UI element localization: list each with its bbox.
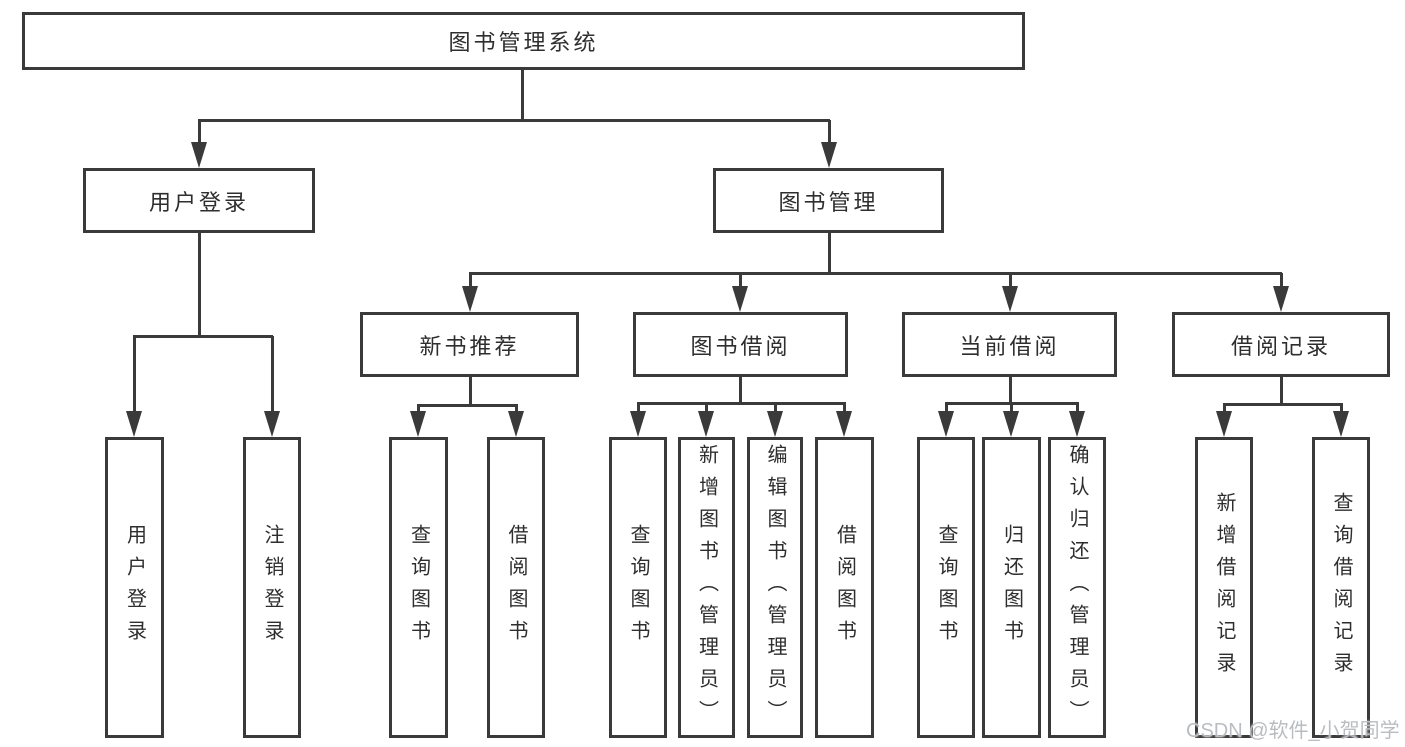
leaf-edit-books-admin: 编辑图书（管理员） xyxy=(747,437,803,738)
leaf-label: 借阅图书 xyxy=(505,523,527,652)
arrow-down-icon xyxy=(698,411,714,437)
arrow-down-icon xyxy=(508,411,524,437)
arrow-down-icon xyxy=(410,411,426,437)
connector-line xyxy=(1076,402,1079,416)
leaf-user-login: 用户登录 xyxy=(105,437,164,738)
connector-line xyxy=(133,336,136,416)
node-book-borrowing: 图书借阅 xyxy=(633,312,848,377)
connector-line xyxy=(133,335,273,338)
leaf-label: 编辑图书（管理员） xyxy=(764,443,786,732)
arrow-down-icon xyxy=(836,411,852,437)
connector-line xyxy=(637,402,846,405)
arrow-down-icon xyxy=(1003,411,1019,437)
node-label: 借阅记录 xyxy=(1230,333,1331,359)
leaf-label: 查询借阅记录 xyxy=(1330,491,1352,684)
leaf-label: 借阅图书 xyxy=(833,523,856,652)
arrow-down-icon xyxy=(191,142,207,168)
arrow-down-icon xyxy=(462,286,478,312)
node-user-login: 用户登录 xyxy=(83,168,315,233)
connector-line xyxy=(417,404,517,407)
leaf-confirm-return-admin: 确认归还（管理员） xyxy=(1048,437,1106,738)
node-label: 图书借阅 xyxy=(690,333,791,359)
node-library-management-system: 图书管理系统 xyxy=(22,12,1025,70)
connector-line xyxy=(1223,403,1226,417)
arrow-down-icon xyxy=(732,286,748,312)
connector-line xyxy=(774,402,777,416)
leaf-borrow-books: 借阅图书 xyxy=(815,437,874,738)
node-label: 图书管理 xyxy=(778,189,879,215)
connector-line xyxy=(739,377,742,404)
arrow-down-icon xyxy=(264,411,280,437)
connector-line xyxy=(637,402,640,416)
arrow-down-icon xyxy=(630,411,646,437)
leaf-label: 查询图书 xyxy=(935,523,957,652)
arrow-down-icon xyxy=(767,411,783,437)
connector-line xyxy=(828,233,831,273)
leaf-label: 确认归还（管理员） xyxy=(1066,443,1088,732)
node-book-management: 图书管理 xyxy=(713,168,944,233)
arrow-down-icon xyxy=(1216,411,1232,437)
leaf-logout: 注销登录 xyxy=(243,437,301,738)
connector-line xyxy=(705,402,708,416)
leaf-add-borrow-record: 新增借阅记录 xyxy=(1195,437,1253,738)
node-label: 当前借阅 xyxy=(959,333,1060,359)
node-current-borrowing: 当前借阅 xyxy=(902,312,1117,377)
connector-line xyxy=(1340,403,1343,417)
arrow-down-icon xyxy=(1002,286,1018,312)
connector-line xyxy=(1280,273,1283,293)
connector-line xyxy=(945,402,948,416)
arrow-down-icon xyxy=(1069,411,1085,437)
node-label: 用户登录 xyxy=(148,189,249,215)
leaf-label: 用户登录 xyxy=(123,523,146,652)
connector-line xyxy=(198,233,201,336)
leaf-label: 归还图书 xyxy=(1000,523,1023,652)
connector-line xyxy=(1009,273,1012,293)
arrow-down-icon xyxy=(938,411,954,437)
node-new-book-recommendation: 新书推荐 xyxy=(360,312,579,377)
connector-line xyxy=(198,120,201,150)
leaf-borrow-books-recommend: 借阅图书 xyxy=(487,437,545,738)
connector-line xyxy=(469,377,472,407)
leaf-label: 新增图书（管理员） xyxy=(695,443,718,732)
leaf-return-books: 归还图书 xyxy=(982,437,1041,738)
leaf-add-books-admin: 新增图书（管理员） xyxy=(678,437,735,738)
node-label: 图书管理系统 xyxy=(448,30,599,55)
arrow-down-icon xyxy=(1333,411,1349,437)
leaf-query-books-recommend: 查询图书 xyxy=(389,437,448,738)
connector-line xyxy=(469,272,1282,275)
node-label: 新书推荐 xyxy=(419,333,520,359)
connector-line xyxy=(828,120,831,150)
leaf-label: 新增借阅记录 xyxy=(1213,491,1235,684)
arrow-down-icon xyxy=(1273,286,1289,312)
connector-line xyxy=(1223,403,1342,406)
node-borrowing-records: 借阅记录 xyxy=(1172,312,1390,377)
leaf-label: 查询图书 xyxy=(407,523,430,652)
connector-line xyxy=(739,273,742,293)
arrow-down-icon xyxy=(821,142,837,168)
leaf-query-books-borrow: 查询图书 xyxy=(609,437,667,738)
connector-line xyxy=(271,336,274,416)
leaf-query-borrow-record: 查询借阅记录 xyxy=(1312,437,1370,738)
connector-line xyxy=(469,273,472,293)
connector-line xyxy=(1009,377,1012,404)
connector-line xyxy=(521,70,524,120)
leaf-label: 查询图书 xyxy=(627,523,649,652)
leaf-label: 注销登录 xyxy=(261,523,283,652)
arrow-down-icon xyxy=(126,411,142,437)
leaf-query-books-current: 查询图书 xyxy=(917,437,975,738)
connector-line xyxy=(198,119,830,122)
connector-line xyxy=(843,402,846,416)
connector-line xyxy=(1280,377,1283,405)
watermark: CSDN @软件_小贺同学 xyxy=(1186,720,1400,742)
connector-line xyxy=(1010,402,1013,416)
